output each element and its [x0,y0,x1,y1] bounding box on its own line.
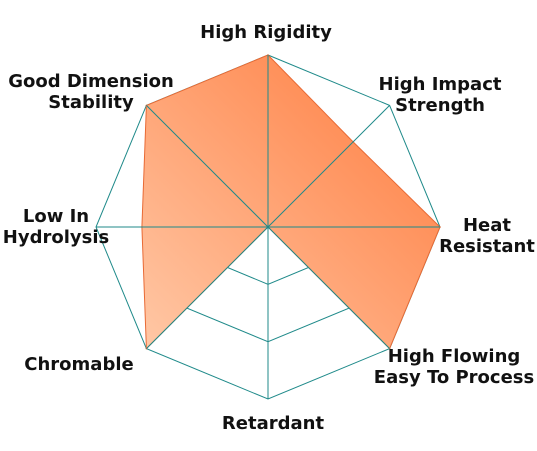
axis-label-6-line-1: Hydrolysis [3,227,109,248]
axis-label-3-line-1: Easy To Process [374,367,534,388]
axis-label-1-line-1: Strength [395,95,485,116]
spoke-3 [267,226,390,349]
axis-label-2-line-0: Heat [463,215,511,236]
spoke-5 [146,226,269,349]
axis-label-1-line-0: High Impact [379,74,502,95]
axis-label-2-line-1: Resistant [439,236,535,257]
axis-label-5-line-0: Chromable [24,354,133,375]
axis-label-7-line-1: Stability [48,92,134,113]
radar-spokes [96,55,440,399]
axis-label-0: High Rigidity [200,22,332,43]
axis-label-4: Retardant [222,413,325,434]
axis-label-6-line-0: Low In [23,206,89,227]
axis-label-7-line-0: Good Dimension [8,71,174,92]
axis-label-3-line-0: High Flowing [388,346,521,367]
axis-label-0-line-0: High Rigidity [200,22,332,43]
spoke-7 [146,105,269,228]
spoke-1 [267,105,390,228]
axis-label-5: Chromable [24,354,133,375]
axis-label-4-line-0: Retardant [222,413,325,434]
